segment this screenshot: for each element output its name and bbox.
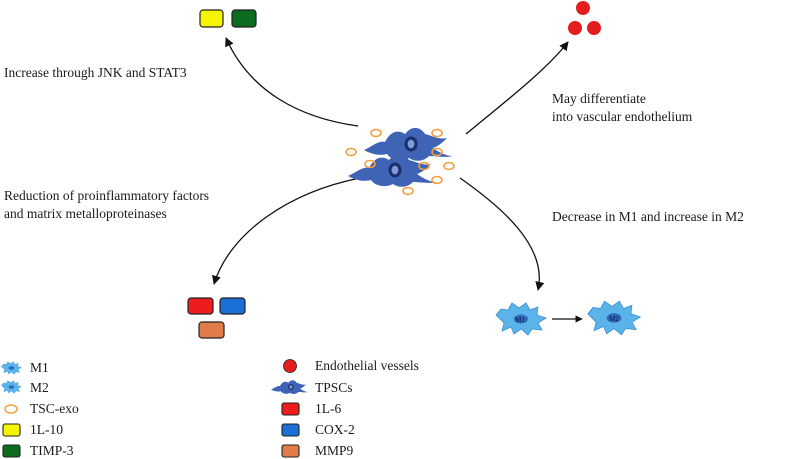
- annotation-endothelium-line2: into vascular endothelium: [552, 109, 693, 124]
- legend-label-mmp9: MMP9: [315, 443, 354, 458]
- tpsc-cell-upper: [364, 127, 453, 161]
- annotation-jnk-stat3: Increase through JNK and STAT3: [4, 65, 187, 80]
- il6-box: [187, 297, 214, 315]
- arrow-to-il6-cox2-mmp9: [212, 177, 361, 285]
- tpsc-cell-icon: [271, 380, 309, 395]
- green-box-icon: [2, 444, 21, 458]
- il10-box: [199, 9, 224, 28]
- red-box-icon: [281, 402, 300, 416]
- exosome-ring-icon: [4, 404, 18, 414]
- legend-label-m1: M1: [30, 360, 49, 375]
- m2-macrophage-icon: [1, 380, 22, 394]
- tsc-exo-ring: [418, 161, 430, 171]
- legend-label-il6: 1L-6: [315, 401, 342, 416]
- tsc-exo-ring: [364, 159, 376, 169]
- arrow-to-il10-timp3: [225, 37, 359, 127]
- tsc-exo-ring: [431, 147, 443, 157]
- annotation-reduction-line2: and matrix metalloproteinases: [4, 206, 167, 221]
- red-dot-icon: [283, 359, 297, 373]
- tsc-exo-ring: [370, 128, 382, 138]
- timp3-box: [231, 9, 257, 28]
- legend-label-tsc-exo: TSC-exo: [30, 401, 79, 416]
- legend-label-cox2: COX-2: [315, 422, 355, 437]
- yellow-box-icon: [2, 423, 21, 437]
- arrow-to-macrophages: [459, 177, 545, 291]
- cox2-box: [219, 297, 246, 315]
- endothelial-dot-top: [576, 1, 590, 15]
- tsc-exo-ring: [431, 175, 443, 185]
- legend-label-tpscs: TPSCs: [315, 380, 353, 395]
- annotation-m1-m2: Decrease in M1 and increase in M2: [552, 209, 744, 224]
- mmp9-box: [198, 321, 225, 339]
- legend-label-il10: 1L-10: [30, 422, 63, 437]
- annotation-reduction-line1: Reduction of proinflammatory factors: [4, 188, 210, 203]
- tsc-exo-ring: [443, 161, 455, 171]
- m1-macrophage-icon: [1, 361, 22, 375]
- tsc-exo-ring: [402, 186, 414, 196]
- annotation-endothelium-line1: May differentiate: [552, 91, 646, 106]
- tsc-exo-ring: [345, 147, 357, 157]
- tsc-exo-ring: [431, 128, 443, 138]
- m2-macrophage-label: M2: [609, 315, 619, 323]
- endothelial-dot-left: [568, 21, 582, 35]
- m1-macrophage-label: M1: [515, 316, 525, 324]
- blue-box-icon: [281, 423, 300, 437]
- legend-label-endothelial: Endothelial vessels: [315, 358, 419, 373]
- endothelial-dot-right: [587, 21, 601, 35]
- legend-label-timp3: TIMP-3: [30, 443, 74, 458]
- arrow-to-endothelium: [465, 41, 569, 135]
- legend-label-m2: M2: [30, 380, 49, 395]
- orange-box-icon: [281, 444, 300, 458]
